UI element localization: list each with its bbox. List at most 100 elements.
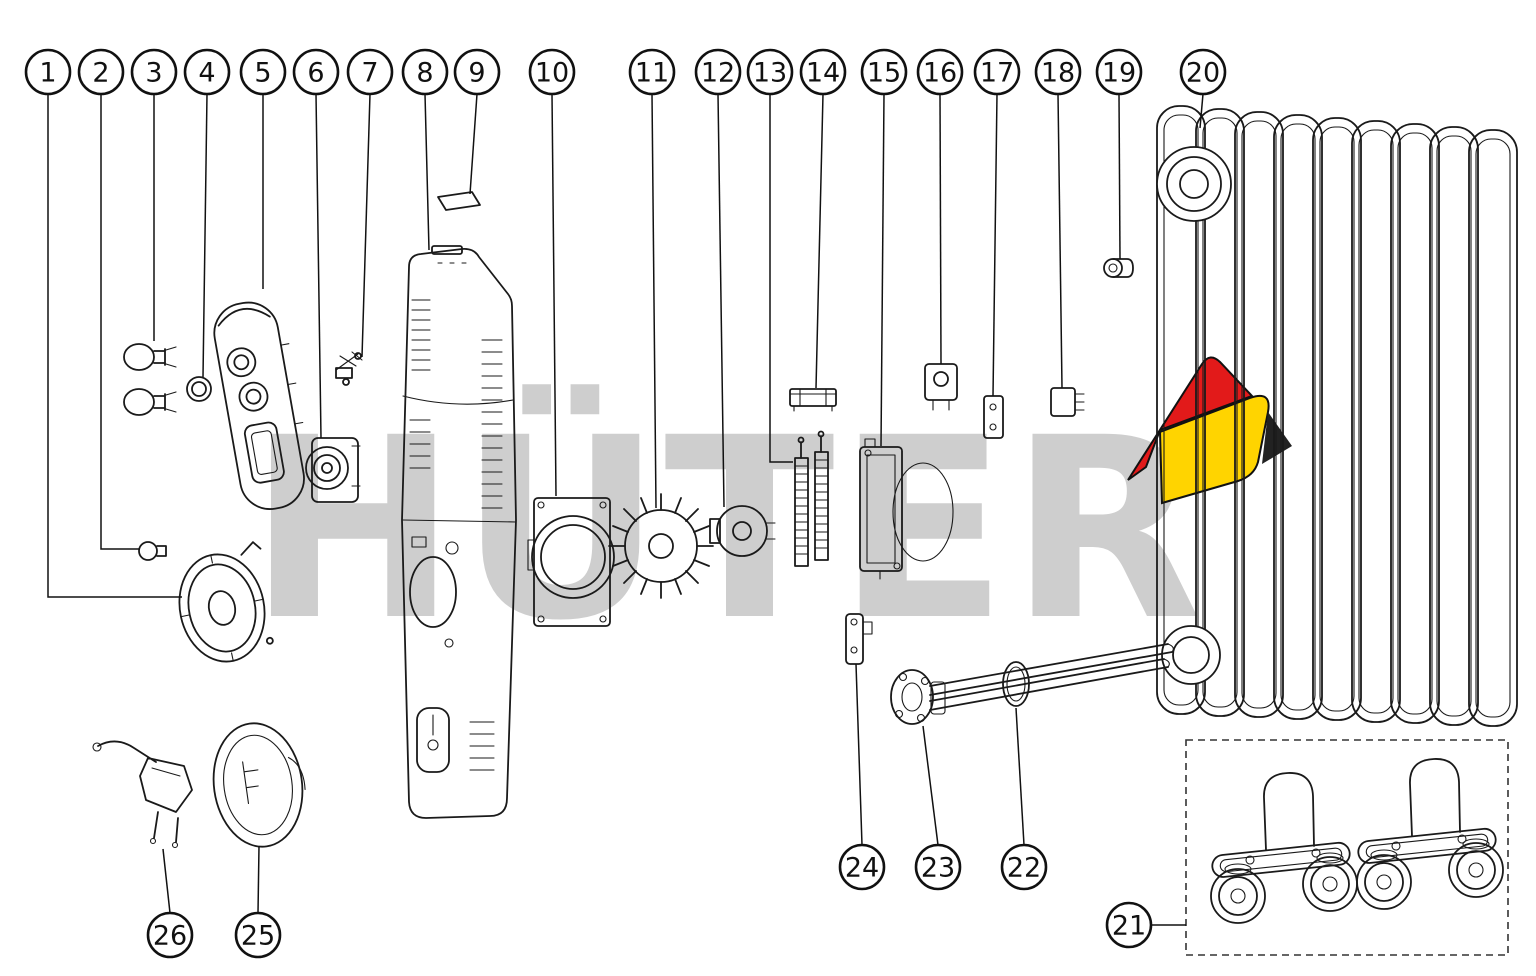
callout-16: 16 (916, 48, 964, 96)
callout-number-5: 5 (254, 58, 271, 89)
callout-24: 24 (838, 843, 886, 891)
part-26-drawing (92, 740, 193, 849)
part-3-drawing (123, 343, 177, 416)
callout-14: 14 (799, 48, 847, 96)
part-5-drawing (213, 301, 305, 510)
callout-number-16: 16 (923, 58, 957, 89)
callout-8: 8 (401, 48, 449, 96)
callout-23: 23 (914, 843, 962, 891)
part-11-drawing (608, 493, 714, 599)
callout-number-1: 1 (39, 58, 56, 89)
callout-number-19: 19 (1102, 58, 1136, 89)
leader-line-7 (361, 93, 371, 358)
leader-line-14 (815, 93, 824, 389)
part-15-drawing (859, 438, 954, 580)
leader-line-6 (315, 93, 322, 439)
part-23-drawing (890, 643, 1174, 725)
part-25-drawing (212, 722, 306, 848)
callout-number-18: 18 (1041, 58, 1075, 89)
leader-line-24 (855, 663, 863, 846)
brand-flame-logo (1127, 356, 1292, 505)
leader-line-9 (469, 93, 478, 195)
leader-line-23 (922, 725, 939, 846)
callout-2: 2 (77, 48, 125, 96)
callout-number-14: 14 (806, 58, 840, 89)
caster-assembly-left (1210, 772, 1358, 924)
leader-line-16 (939, 93, 942, 365)
callout-15: 15 (860, 48, 908, 96)
leader-line-13 (769, 94, 793, 463)
callout-number-23: 23 (921, 853, 955, 884)
part-13-drawing (794, 430, 829, 567)
leader-line-10 (551, 93, 557, 497)
leader-line-18 (1057, 93, 1063, 389)
callout-number-8: 8 (416, 58, 433, 89)
leader-line-22 (1015, 707, 1025, 846)
callout-13: 13 (746, 48, 794, 96)
leader-line-25 (257, 845, 260, 914)
callout-11: 11 (628, 48, 676, 96)
part-6-drawing (305, 437, 361, 503)
callout-3: 3 (130, 48, 178, 96)
part-19-drawing (1103, 258, 1134, 278)
part-7-drawing (335, 351, 363, 386)
callout-number-9: 9 (468, 58, 485, 89)
parts-layer (92, 105, 1518, 956)
part-10-drawing (527, 497, 615, 627)
callout-number-7: 7 (361, 58, 378, 89)
callout-12: 12 (694, 48, 742, 96)
callout-number-26: 26 (153, 921, 187, 952)
callout-number-17: 17 (980, 58, 1014, 89)
leader-line-1 (47, 94, 182, 598)
part-8-drawing (401, 245, 517, 819)
callout-17: 17 (973, 48, 1021, 96)
part-20-drawing (1156, 105, 1518, 727)
callout-number-11: 11 (635, 58, 669, 89)
callout-number-22: 22 (1007, 853, 1041, 884)
callout-number-20: 20 (1186, 58, 1220, 89)
leader-line-2 (100, 94, 140, 550)
callout-number-12: 12 (701, 58, 735, 89)
leader-line-4 (202, 93, 208, 378)
callout-6: 6 (292, 48, 340, 96)
leader-line-12 (717, 93, 725, 508)
part-9-drawing (437, 191, 481, 211)
part-2-drawing (138, 541, 167, 561)
callout-number-10: 10 (535, 58, 569, 89)
callout-26: 26 (146, 911, 194, 959)
callout-4: 4 (183, 48, 231, 96)
leader-line-19 (1118, 93, 1121, 260)
part-4-drawing (186, 376, 212, 402)
part-24-drawing (845, 613, 873, 665)
callout-number-2: 2 (92, 58, 109, 89)
caster-assembly-right (1356, 758, 1504, 910)
callout-number-15: 15 (867, 58, 901, 89)
callout-21: 21 (1105, 901, 1153, 949)
callout-20: 20 (1179, 48, 1227, 96)
callout-25: 25 (234, 911, 282, 959)
callout-19: 19 (1095, 48, 1143, 96)
callout-number-25: 25 (241, 921, 275, 952)
callout-18: 18 (1034, 48, 1082, 96)
part-1-drawing (178, 541, 274, 663)
callout-number-6: 6 (307, 58, 324, 89)
caster-kit-box (1185, 739, 1509, 956)
callout-number-13: 13 (753, 58, 787, 89)
leader-line-20 (1199, 93, 1204, 129)
callout-number-4: 4 (198, 58, 215, 89)
leader-lines-layer (47, 93, 1204, 926)
leader-line-11 (651, 93, 657, 509)
callout-number-21: 21 (1112, 911, 1146, 942)
leader-line-15 (880, 93, 885, 447)
part-14-drawing (789, 388, 837, 412)
callout-number-24: 24 (845, 853, 879, 884)
callout-7: 7 (346, 48, 394, 96)
callout-5: 5 (239, 48, 287, 96)
part-18-drawing (1050, 387, 1085, 417)
part-21-drawing (1185, 739, 1509, 956)
brand-watermark: HÜTER (248, 384, 1204, 675)
callout-22: 22 (1000, 843, 1048, 891)
